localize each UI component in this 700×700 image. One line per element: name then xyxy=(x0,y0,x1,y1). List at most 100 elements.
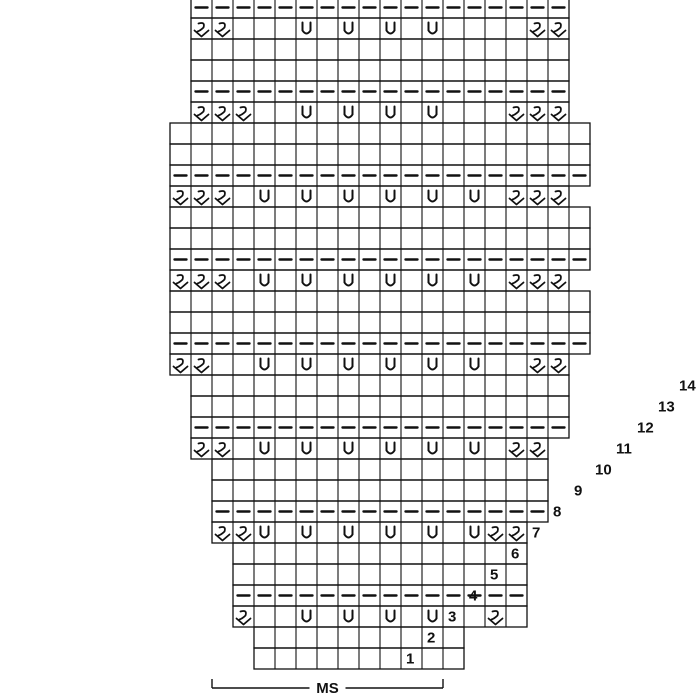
twisted-stitch-symbol xyxy=(235,106,252,122)
yarn-over-symbol xyxy=(427,357,438,371)
chart-row xyxy=(211,521,528,544)
twisted-stitch-symbol xyxy=(235,526,252,542)
twisted-stitch-symbol xyxy=(235,610,252,626)
yarn-over-symbol xyxy=(385,525,396,539)
yarn-over-symbol xyxy=(385,189,396,203)
yarn-over-symbol xyxy=(469,441,480,455)
yarn-over-symbol xyxy=(301,21,312,35)
yarn-over-symbol xyxy=(385,21,396,35)
row-number: 14 xyxy=(679,378,696,395)
twisted-stitch-symbol xyxy=(529,190,546,206)
twisted-stitch-symbol xyxy=(550,274,567,290)
twisted-stitch-symbol xyxy=(487,526,504,542)
twisted-stitch-symbol xyxy=(172,358,189,374)
yarn-over-symbol xyxy=(301,609,312,623)
chart-grid xyxy=(169,0,591,670)
yarn-over-symbol xyxy=(301,189,312,203)
twisted-stitch-symbol xyxy=(214,442,231,458)
row-numbers: 1234567891011121314151617181920212223242… xyxy=(406,378,696,668)
yarn-over-symbol xyxy=(469,189,480,203)
twisted-stitch-symbol xyxy=(529,106,546,122)
row-number: 1 xyxy=(406,651,414,668)
yarn-over-symbol xyxy=(427,21,438,35)
yarn-over-symbol xyxy=(343,609,354,623)
twisted-stitch-symbol xyxy=(214,106,231,122)
yarn-over-symbol xyxy=(427,189,438,203)
yarn-over-symbol xyxy=(427,525,438,539)
row-number: 8 xyxy=(553,504,561,521)
yarn-over-symbol xyxy=(259,357,270,371)
row-number: 10 xyxy=(595,462,612,479)
chart-row xyxy=(169,185,570,208)
yarn-over-symbol xyxy=(343,105,354,119)
yarn-over-symbol xyxy=(385,273,396,287)
yarn-over-symbol xyxy=(385,357,396,371)
yarn-over-symbol xyxy=(343,441,354,455)
chart-row xyxy=(169,269,570,292)
twisted-stitch-symbol xyxy=(508,274,525,290)
yarn-over-symbol xyxy=(427,273,438,287)
twisted-stitch-symbol xyxy=(172,274,189,290)
twisted-stitch-symbol xyxy=(214,274,231,290)
twisted-stitch-symbol xyxy=(172,190,189,206)
yarn-over-symbol xyxy=(427,441,438,455)
yarn-over-symbol xyxy=(259,273,270,287)
repeat-bracket: MS xyxy=(211,679,444,697)
yarn-over-symbol xyxy=(301,357,312,371)
twisted-stitch-symbol xyxy=(193,442,210,458)
yarn-over-symbol xyxy=(385,441,396,455)
yarn-over-symbol xyxy=(301,525,312,539)
yarn-over-symbol xyxy=(301,441,312,455)
row-number: 12 xyxy=(637,420,654,437)
twisted-stitch-symbol xyxy=(508,526,525,542)
twisted-stitch-symbol xyxy=(550,22,567,38)
yarn-over-symbol xyxy=(469,525,480,539)
twisted-stitch-symbol xyxy=(529,22,546,38)
chart-row xyxy=(169,353,570,376)
yarn-over-symbol xyxy=(259,189,270,203)
twisted-stitch-symbol xyxy=(487,610,504,626)
yarn-over-symbol xyxy=(301,273,312,287)
row-number: 3 xyxy=(448,609,456,626)
yarn-over-symbol xyxy=(343,357,354,371)
yarn-over-symbol xyxy=(469,273,480,287)
yarn-over-symbol xyxy=(259,525,270,539)
yarn-over-symbol xyxy=(385,105,396,119)
yarn-over-symbol xyxy=(343,189,354,203)
twisted-stitch-symbol xyxy=(508,190,525,206)
row-number: 6 xyxy=(511,546,519,563)
twisted-stitch-symbol xyxy=(550,106,567,122)
yarn-over-symbol xyxy=(343,273,354,287)
yarn-over-symbol xyxy=(385,609,396,623)
yarn-over-symbol xyxy=(259,441,270,455)
twisted-stitch-symbol xyxy=(193,190,210,206)
twisted-stitch-symbol xyxy=(193,106,210,122)
twisted-stitch-symbol xyxy=(214,526,231,542)
row-number: 13 xyxy=(658,399,675,416)
row-number: 7 xyxy=(532,525,540,542)
yarn-over-symbol xyxy=(427,609,438,623)
row-number: 9 xyxy=(574,483,582,500)
twisted-stitch-symbol xyxy=(529,442,546,458)
row-number: 11 xyxy=(616,441,632,458)
twisted-stitch-symbol xyxy=(550,190,567,206)
repeat-label: MS xyxy=(316,680,339,697)
yarn-over-symbol xyxy=(301,105,312,119)
twisted-stitch-symbol xyxy=(193,22,210,38)
twisted-stitch-symbol xyxy=(529,358,546,374)
yarn-over-symbol xyxy=(343,21,354,35)
yarn-over-symbol xyxy=(469,357,480,371)
row-number: 5 xyxy=(490,567,498,584)
yarn-over-symbol xyxy=(427,105,438,119)
chart-row xyxy=(190,437,549,460)
chart-symbols xyxy=(172,6,587,626)
twisted-stitch-symbol xyxy=(214,190,231,206)
row-number: 4 xyxy=(469,588,478,605)
twisted-stitch-symbol xyxy=(550,358,567,374)
row-number: 2 xyxy=(427,630,435,647)
twisted-stitch-symbol xyxy=(214,22,231,38)
twisted-stitch-symbol xyxy=(508,106,525,122)
twisted-stitch-symbol xyxy=(508,442,525,458)
twisted-stitch-symbol xyxy=(193,358,210,374)
